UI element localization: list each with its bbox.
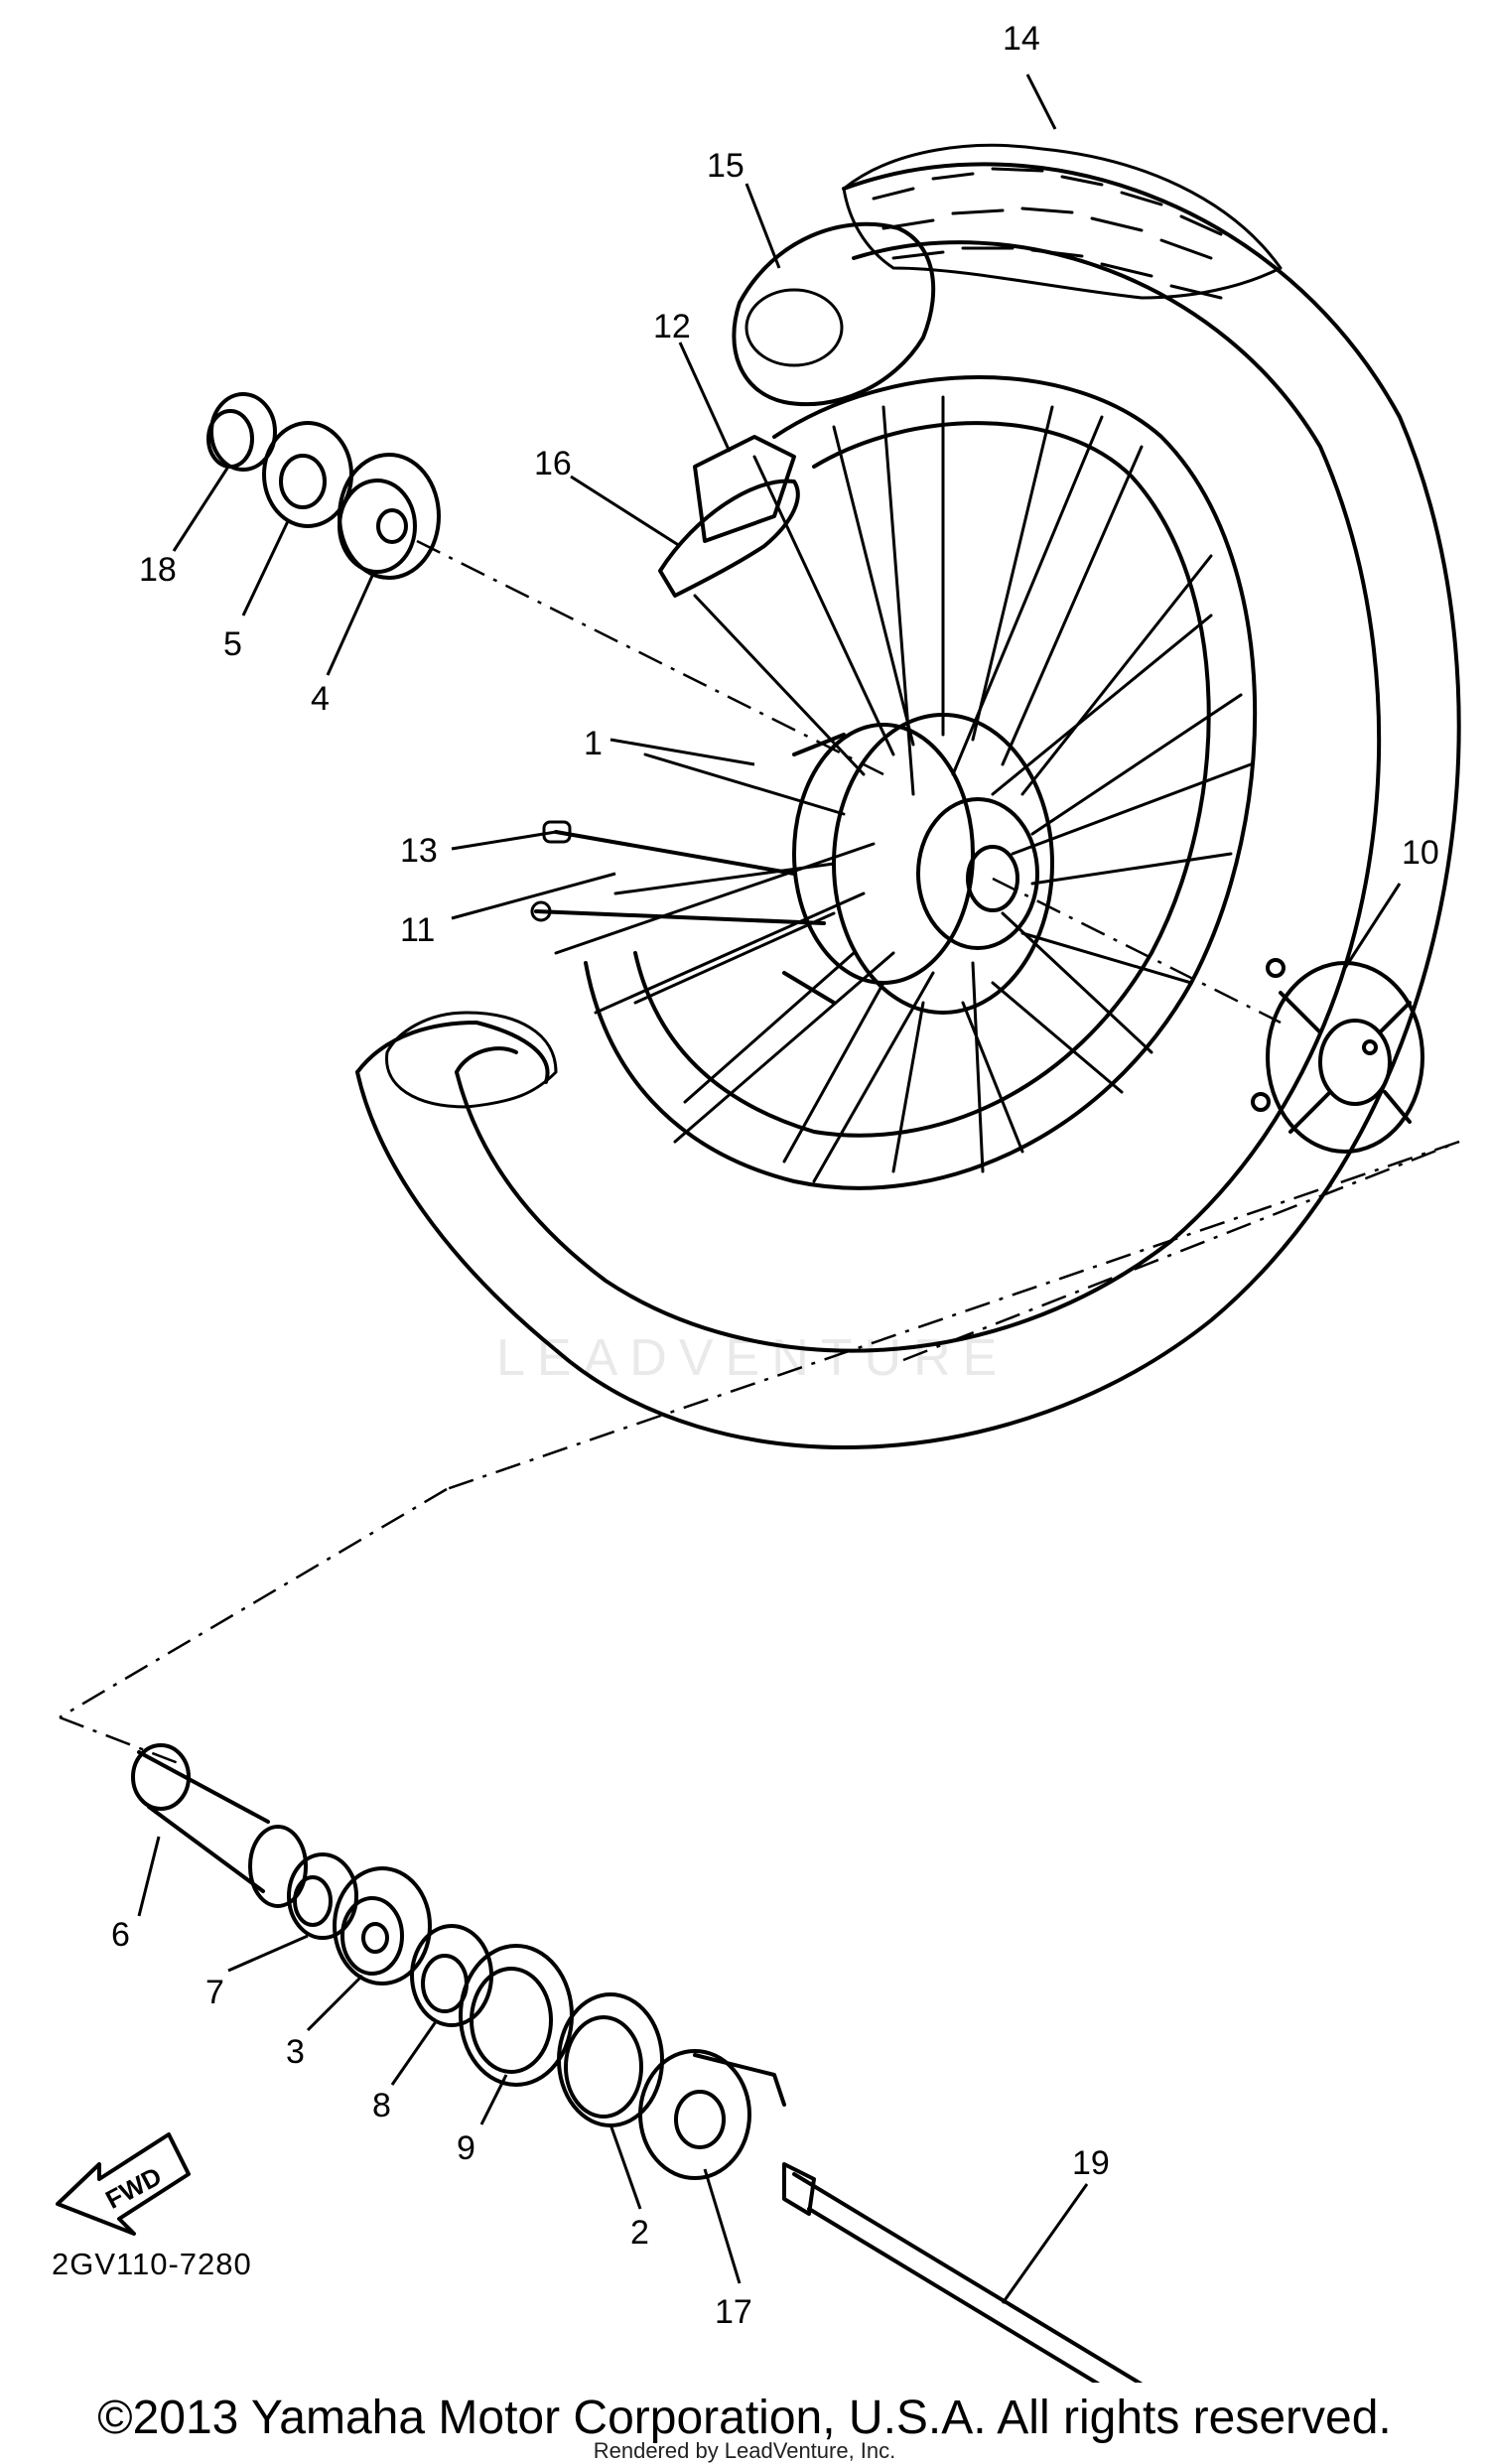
callout-9: 9 <box>457 2129 475 2167</box>
seal-part-2 <box>557 1992 664 2127</box>
callout-8: 8 <box>372 2087 391 2124</box>
callout-6: 6 <box>111 1916 130 1954</box>
callout-5: 5 <box>223 625 242 663</box>
callout-16: 16 <box>534 445 572 482</box>
rim <box>584 375 1258 1190</box>
callout-3: 3 <box>286 2033 305 2071</box>
meter-gear-part-10 <box>1251 958 1424 1154</box>
forward-arrow-label: FWD <box>100 2161 166 2215</box>
callout-leaders <box>137 73 1402 2304</box>
diagram-reference-code: 2GV110-7280 <box>52 2247 252 2281</box>
valve-part-12 <box>693 435 796 543</box>
bearing-part-3 <box>333 1866 432 1985</box>
watermark: LEADVENTURE <box>496 1329 1009 1387</box>
spoke-part-11 <box>534 909 826 925</box>
callout-14: 14 <box>1003 20 1040 58</box>
spokes <box>554 395 1253 1183</box>
callout-4: 4 <box>311 680 330 718</box>
rendered-by-notice: Rendered by LeadVenture, Inc. <box>593 2438 896 2463</box>
callout-11: 11 <box>400 911 435 949</box>
callout-13: 13 <box>400 832 438 870</box>
callout-19: 19 <box>1072 2144 1110 2182</box>
callout-15: 15 <box>707 147 744 185</box>
tube-part-15 <box>732 221 936 407</box>
callout-10: 10 <box>1402 834 1439 872</box>
tire <box>355 143 1461 1449</box>
callout-2: 2 <box>630 2214 649 2252</box>
gear-part-8 <box>410 1924 493 2027</box>
front-wheel-exploded-diagram: LEADVENTURE <box>56 20 1461 2383</box>
callout-1: 1 <box>584 725 603 762</box>
callout-17: 17 <box>715 2293 752 2331</box>
gear-box-part-17 <box>638 2049 786 2180</box>
rim-band-part-16 <box>658 479 800 598</box>
copyright-notice: ©2013 Yamaha Motor Corporation, U.S.A. A… <box>97 2392 1392 2444</box>
collar-part-7 <box>287 1852 358 1940</box>
callout-7: 7 <box>205 1974 224 2011</box>
callout-12: 12 <box>653 308 691 345</box>
axle-part-19 <box>782 2162 1144 2383</box>
forward-arrow-icon <box>56 2132 191 2236</box>
spacer-part-18 <box>206 392 277 472</box>
spacer-part-6 <box>131 1743 308 1908</box>
callout-18: 18 <box>139 551 177 589</box>
callout-numbers: 14 15 12 16 18 5 4 1 13 11 10 6 7 3 8 9 … <box>111 20 1439 2331</box>
bearing-part-4 <box>338 453 441 580</box>
spoke-part-13 <box>554 830 796 876</box>
assembly-guide-lines <box>59 539 1460 1769</box>
